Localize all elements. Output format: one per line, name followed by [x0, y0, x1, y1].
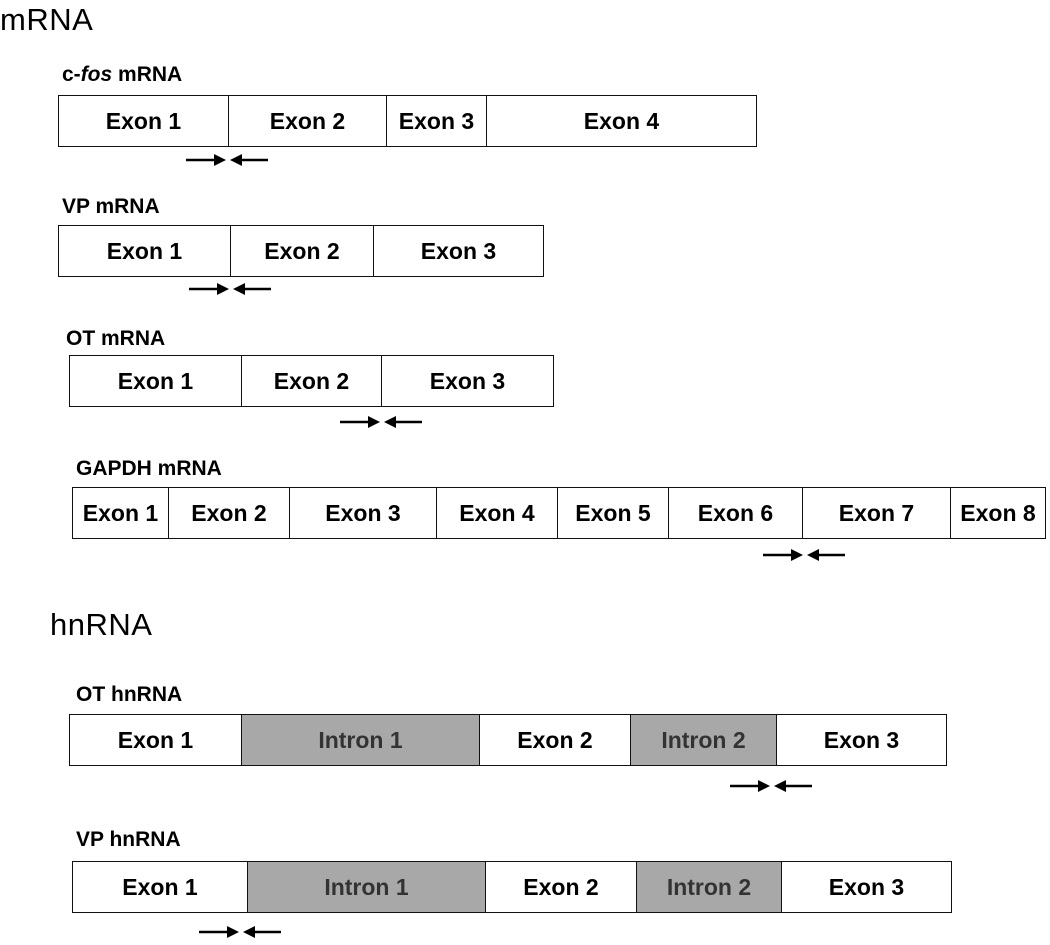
ot-hnrna-intron-1: Intron 1 — [242, 715, 480, 765]
ot-mrna-primer-pair-icon — [338, 413, 428, 431]
ot-hnrna-exon-2: Exon 2 — [480, 715, 631, 765]
cfos-label-suffix: mRNA — [112, 63, 183, 86]
cfos-label-italic: fos — [80, 63, 113, 86]
vp-mrna-bar: Exon 1 Exon 2 Exon 3 — [58, 225, 544, 277]
gapdh-exon-6: Exon 6 — [669, 488, 803, 538]
cfos-label-prefix: c- — [62, 63, 81, 86]
ot-hnrna-exon-1: Exon 1 — [70, 715, 242, 765]
ot-mrna-exon-1: Exon 1 — [70, 356, 242, 406]
ot-hnrna-primer-pair-icon — [728, 777, 818, 795]
vp-mrna-exon-3: Exon 3 — [420, 237, 497, 264]
ot-mrna-exon-3: Exon 3 — [429, 367, 506, 394]
vp-mrna-label: VP mRNA — [62, 195, 160, 218]
ot-hnrna-intron-2: Intron 2 — [631, 715, 777, 765]
ot-mrna-label: OT mRNA — [66, 327, 166, 350]
gapdh-exon-7: Exon 7 — [803, 488, 951, 538]
vp-hnrna-exon-1: Exon 1 — [73, 862, 248, 912]
vp-hnrna-exon-3: Exon 3 — [828, 873, 905, 900]
vp-hnrna-bar: Exon 1 Intron 1 Exon 2 Intron 2 Exon 3 — [72, 861, 952, 913]
gapdh-exon-4: Exon 4 — [437, 488, 558, 538]
ot-hnrna-bar: Exon 1 Intron 1 Exon 2 Intron 2 Exon 3 — [69, 714, 947, 766]
cfos-exon-1: Exon 1 — [59, 96, 229, 146]
ot-hnrna-exon-3: Exon 3 — [823, 726, 900, 753]
vp-hnrna-intron-2: Intron 2 — [637, 862, 782, 912]
gapdh-exon-3: Exon 3 — [290, 488, 437, 538]
vp-mrna-exon-1: Exon 1 — [59, 226, 231, 276]
vp-hnrna-intron-1: Intron 1 — [248, 862, 486, 912]
hnrna-section-title: hnRNA — [50, 607, 153, 642]
cfos-mrna-bar: Exon 1 Exon 2 Exon 3 Exon 4 — [58, 95, 757, 147]
gapdh-exon-8: Exon 8 — [960, 499, 1036, 526]
gapdh-exon-2: Exon 2 — [169, 488, 290, 538]
cfos-exon-4: Exon 4 — [583, 107, 660, 134]
cfos-primer-pair-icon — [184, 151, 274, 169]
ot-mrna-exon-2: Exon 2 — [242, 356, 382, 406]
gapdh-exon-1: Exon 1 — [73, 488, 169, 538]
vp-hnrna-label: VP hnRNA — [76, 828, 181, 851]
vp-mrna-exon-2: Exon 2 — [231, 226, 374, 276]
cfos-exon-2: Exon 2 — [229, 96, 387, 146]
gapdh-exon-5: Exon 5 — [558, 488, 669, 538]
ot-hnrna-label: OT hnRNA — [76, 683, 183, 706]
vp-hnrna-exon-2: Exon 2 — [486, 862, 637, 912]
vp-mrna-primer-pair-icon — [187, 280, 277, 298]
ot-mrna-bar: Exon 1 Exon 2 Exon 3 — [69, 355, 554, 407]
mrna-section-title: mRNA — [0, 2, 94, 37]
gapdh-primer-pair-icon — [761, 546, 851, 564]
cfos-exon-3: Exon 3 — [387, 96, 487, 146]
vp-hnrna-primer-pair-icon — [197, 923, 287, 941]
gapdh-mrna-label: GAPDH mRNA — [76, 457, 222, 480]
cfos-mrna-label: c-fos mRNA — [62, 63, 182, 87]
gapdh-mrna-bar: Exon 1 Exon 2 Exon 3 Exon 4 Exon 5 Exon … — [72, 487, 1046, 539]
